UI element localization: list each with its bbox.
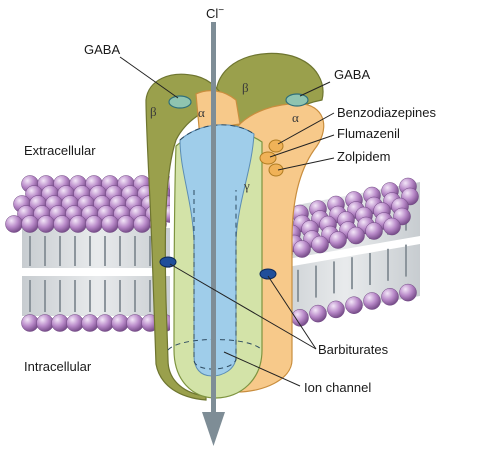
zolpidem-label: Zolpidem [337, 149, 390, 164]
lipid-head [5, 215, 23, 233]
lipid-head [365, 222, 383, 240]
subunit-label-alpha-right: α [292, 110, 299, 125]
lipid-head [309, 304, 327, 323]
benzodiazepine-binding-site [259, 139, 284, 177]
barbiturate-site-right [259, 268, 277, 280]
lipid-head [399, 283, 417, 302]
gaba-site-right [285, 93, 309, 107]
benzodiazepines-label: Benzodiazepines [337, 105, 437, 120]
gaba-site-left [168, 95, 192, 109]
lipid-head [85, 215, 103, 233]
gaba-label-left: GABA [84, 42, 120, 57]
barbiturates-label: Barbiturates [318, 342, 389, 357]
lipid-head [169, 190, 170, 198]
subunit-label-beta-right: β [242, 80, 249, 95]
lipid-head [111, 314, 129, 332]
lipid-head [81, 314, 99, 332]
lipid-head [291, 309, 309, 327]
lipid-head [69, 215, 87, 233]
flumazenil-label: Flumazenil [337, 126, 400, 141]
membrane-bilayer-right [270, 177, 420, 331]
intracellular-label: Intracellular [24, 359, 92, 374]
extracellular-label: Extracellular [24, 143, 96, 158]
lipid-head [66, 314, 84, 332]
receptor-complex: β α β α γ [145, 52, 325, 401]
lipid-head [345, 296, 363, 314]
lipid-head [101, 215, 119, 233]
lipid-head [293, 240, 311, 258]
beta-subunit-left [145, 73, 227, 401]
lipid-head [329, 231, 347, 249]
lipid-head [21, 215, 39, 233]
lipid-head [36, 314, 54, 332]
chloride-flow-arrow [202, 22, 225, 446]
lipid-head [311, 235, 329, 254]
lipid-head [126, 314, 144, 332]
lipid-head [37, 215, 55, 233]
lipid-head [117, 215, 135, 233]
subunit-label-alpha-left: α [198, 105, 205, 120]
lipid-head [51, 314, 69, 332]
pore-dashed-outline [179, 124, 255, 141]
lipid-head [383, 217, 401, 236]
subunit-label-beta-left: β [150, 104, 157, 119]
lipid-head [53, 215, 71, 233]
lipid-head [327, 300, 345, 319]
lipid-head [96, 314, 114, 332]
lipid-head [347, 226, 365, 245]
ion-channel-label: Ion channel [304, 380, 371, 395]
barbiturate-site-left [159, 256, 177, 268]
leader-lines [119, 56, 335, 387]
lipid-head [381, 288, 399, 306]
subunit-label-gamma: γ [243, 178, 250, 193]
lipid-head [133, 215, 151, 233]
gaba-label-right: GABA [334, 67, 370, 82]
lipid-head [363, 292, 381, 310]
lipid-head [21, 314, 39, 332]
chloride-ion-label: Cl− [206, 5, 224, 21]
